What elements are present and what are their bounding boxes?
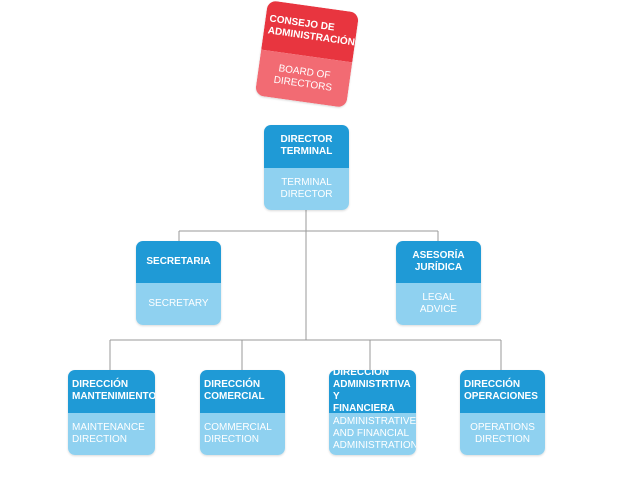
node-asesoria-label-es: ASESORÍA JURÍDICA: [412, 250, 465, 273]
node-board-label-es: CONSEJO DE ADMINISTRACIÓN: [267, 13, 356, 49]
node-direccion-mantenimiento: DIRECCIÓN MANTENIMIENTO MAINTENANCE DIRE…: [68, 370, 155, 455]
node-asesoria-juridica: ASESORÍA JURÍDICA LEGAL ADVICE: [396, 241, 481, 325]
node-operaciones-label-en: OPERATIONS DIRECTION: [470, 421, 535, 445]
node-comercial-label-es: DIRECCIÓN COMERCIAL: [204, 379, 265, 403]
node-asesoria-label-en: LEGAL ADVICE: [419, 292, 458, 315]
node-board-of-directors: CONSEJO DE ADMINISTRACIÓN BOARD OF DIREC…: [254, 0, 360, 108]
node-mantenimiento-label-es: DIRECCIÓN MANTENIMIENTO: [72, 379, 155, 403]
node-secretaria-label-en: SECRETARY: [148, 298, 209, 309]
node-mantenimiento-label-en: MAINTENANCE DIRECTION: [72, 421, 145, 445]
node-director-terminal: DIRECTOR TERMINAL TERMINAL DIRECTOR: [264, 125, 349, 210]
node-administrativa-label-es: DIRECCIÓN ADMINISTRTIVA Y FINANCIERA: [333, 370, 411, 415]
node-administrativa-label-en: ADMINISTRATIVE AND FINANCIAL ADMINISTRAT…: [333, 415, 416, 451]
node-director-label-en: TERMINAL DIRECTOR: [280, 176, 333, 200]
node-secretaria: SECRETARIA SECRETARY: [136, 241, 221, 325]
node-secretaria-label-es: SECRETARIA: [146, 256, 211, 267]
node-operaciones-label-es: DIRECCIÓN OPERACIONES: [464, 379, 538, 403]
node-direccion-comercial: DIRECCIÓN COMERCIAL COMMERCIAL DIRECTION: [200, 370, 285, 455]
node-director-label-es: DIRECTOR TERMINAL: [280, 134, 333, 158]
node-comercial-label-en: COMMERCIAL DIRECTION: [204, 421, 272, 445]
node-direccion-operaciones: DIRECCIÓN OPERACIONES OPERATIONS DIRECTI…: [460, 370, 545, 455]
node-direccion-administrativa: DIRECCIÓN ADMINISTRTIVA Y FINANCIERA ADM…: [329, 370, 416, 455]
node-board-label-en: BOARD OF DIRECTORS: [272, 63, 333, 94]
